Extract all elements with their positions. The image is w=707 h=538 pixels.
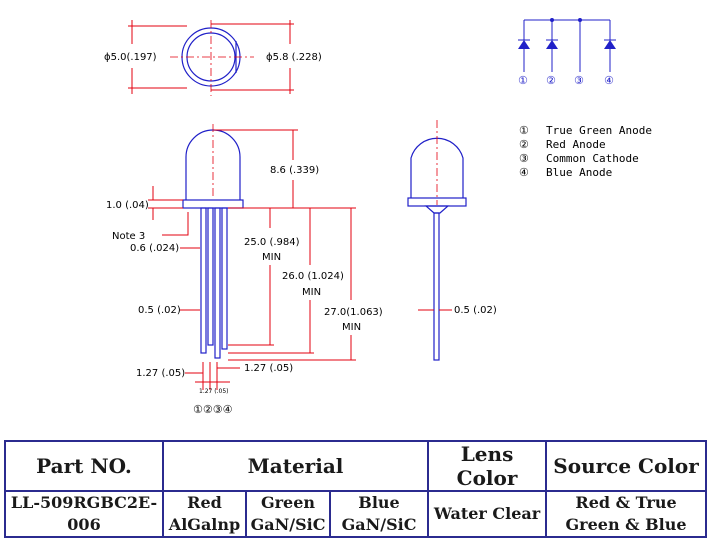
lead-1 [200, 207, 207, 354]
pitch-left-label: 1.27 (.05) [136, 368, 185, 379]
legend-num-1: ① [519, 124, 529, 137]
header-source-color: Source Color [545, 440, 707, 492]
legend-label-4: Blue Anode [546, 166, 612, 179]
circuit-schematic: ① ② ③ ④ [518, 18, 616, 87]
note-label: Note 3 [112, 231, 145, 242]
side-view: 0.5 (.02) [407, 120, 497, 361]
front-view: 8.6 (.339) 1.0 (.04) Note 3 0.6 (.024) 0… [106, 124, 383, 416]
schematic-pin-2: ② [546, 74, 556, 87]
lead-len1-min: MIN [262, 252, 281, 263]
diode-2 [546, 39, 558, 49]
legend-num-4: ④ [519, 166, 529, 179]
side-lead [433, 212, 440, 361]
lead-thickness-label: 0.5 (.02) [138, 305, 181, 316]
schematic-pin-4: ④ [604, 74, 614, 87]
header-material: Material [161, 440, 430, 492]
diode-1 [518, 39, 530, 49]
flange-thickness-label: 1.0 (.04) [106, 200, 149, 211]
lead-width-label: 0.6 (.024) [130, 243, 179, 254]
schematic-pin-3: ③ [574, 74, 584, 87]
pin-order-label: ①②③④ [193, 403, 233, 416]
pitch-right-label: 1.27 (.05) [244, 363, 293, 374]
diode-4 [604, 39, 616, 49]
cell-material-red: Red AlGalnp [162, 490, 247, 538]
lead-len2-label: 26.0 (1.024) [282, 271, 344, 282]
lead-4 [221, 207, 228, 350]
pin-legend: ① True Green Anode ② Red Anode ③ Common … [519, 124, 652, 179]
lens-diameter-label: ϕ5.0(.197) [104, 52, 157, 63]
front-flange [182, 199, 244, 209]
legend-label-2: Red Anode [546, 138, 606, 151]
lead-3 [214, 207, 221, 359]
pitch-small-label: 1.27 (.05) [199, 388, 229, 395]
header-lens-color: Lens Color [427, 440, 548, 492]
legend-num-3: ③ [519, 152, 529, 165]
cell-source-color: Red & True Green & Blue [545, 490, 707, 538]
top-view: ϕ5.0(.197) ϕ5.8 (.228) [104, 20, 322, 96]
schematic-pin-1: ① [518, 74, 528, 87]
spec-table: Part NO. Material Lens Color Source Colo… [4, 440, 707, 538]
led-drawing: ϕ5.0(.197) ϕ5.8 (.228) 8.6 (.339) 1.0 (.… [104, 18, 652, 416]
side-thickness-label: 0.5 (.02) [454, 305, 497, 316]
legend-label-3: Common Cathode [546, 152, 639, 165]
lead-len3-label: 27.0(1.063) [324, 307, 383, 318]
legend-label-1: True Green Anode [546, 124, 652, 137]
lead-len2-min: MIN [302, 287, 321, 298]
cell-material-blue: Blue GaN/SiC [328, 490, 430, 538]
spec-table-header-row: Part NO. Material Lens Color Source Colo… [4, 440, 707, 492]
header-part-no: Part NO. [4, 440, 164, 492]
cell-part-no: LL-509RGBC2E- 006 [4, 490, 164, 538]
flange-diameter-label: ϕ5.8 (.228) [266, 52, 322, 63]
lens-height-label: 8.6 (.339) [270, 165, 319, 176]
lead-2 [207, 207, 214, 346]
cell-lens-color: Water Clear [427, 490, 548, 538]
cell-material-green: Green GaN/SiC [245, 490, 331, 538]
legend-num-2: ② [519, 138, 529, 151]
spec-table-row: LL-509RGBC2E- 006 Red AlGalnp Green GaN/… [4, 490, 707, 538]
lead-len1-label: 25.0 (.984) [244, 237, 300, 248]
lead-len3-min: MIN [342, 322, 361, 333]
